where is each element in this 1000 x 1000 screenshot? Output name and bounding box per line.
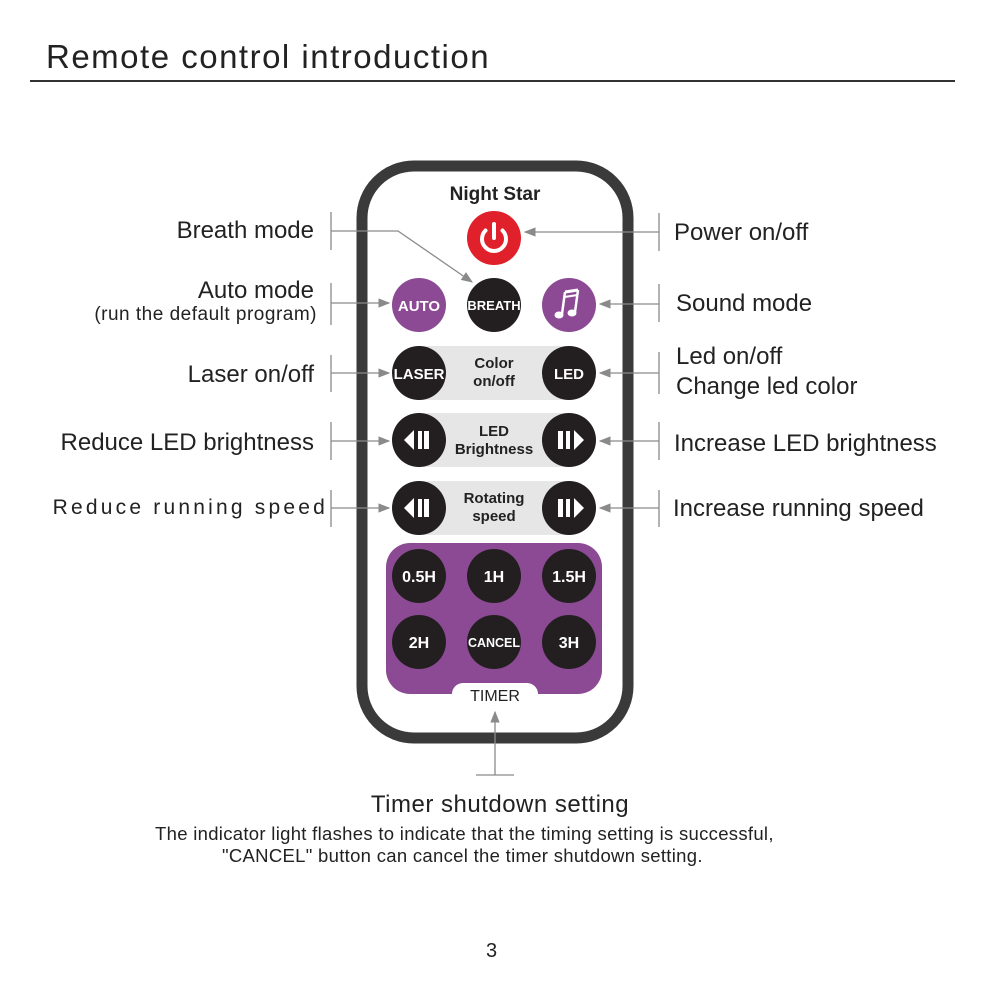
auto-mode-label: Auto mode xyxy=(197,277,314,304)
increase-speed-button[interactable] xyxy=(542,481,596,535)
svg-text:BREATH: BREATH xyxy=(467,298,520,313)
page-number: 3 xyxy=(485,940,498,962)
led-brightness-label-2: Brightness xyxy=(455,441,533,458)
svg-text:1.5H: 1.5H xyxy=(552,569,586,586)
svg-text:3H: 3H xyxy=(559,635,579,652)
remote-brand: Night Star xyxy=(450,184,541,205)
power-label: Power on/off xyxy=(674,219,809,246)
cancel-button[interactable]: CANCEL xyxy=(467,615,521,669)
right-arrow-icon xyxy=(558,498,584,518)
left-arrow-icon xyxy=(404,430,429,450)
timer-3h-button[interactable]: 3H xyxy=(542,615,596,669)
led-label-2: Change led color xyxy=(676,373,858,400)
reduce-led-label: Reduce LED brightness xyxy=(60,429,314,456)
svg-text:LASER: LASER xyxy=(394,366,445,383)
color-label-1: Color xyxy=(474,355,513,372)
reduce-led-button[interactable] xyxy=(392,413,446,467)
led-label-1: Led on/off xyxy=(676,343,783,370)
breath-callout-line xyxy=(331,230,473,283)
increase-speed-label: Increase running speed xyxy=(673,495,924,522)
sound-label: Sound mode xyxy=(676,290,813,317)
laser-label: Laser on/off xyxy=(187,361,314,388)
auto-mode-sublabel: (run the default program) xyxy=(94,304,317,325)
timer-note-line-1: The indicator light flashes to indicate … xyxy=(155,823,774,844)
led-button[interactable]: LED xyxy=(542,346,596,400)
svg-text:0.5H: 0.5H xyxy=(402,569,436,586)
timer-0.5h-button[interactable]: 0.5H xyxy=(392,549,446,603)
title-divider xyxy=(30,80,955,82)
color-label-2: on/off xyxy=(473,373,516,390)
timer-2h-button[interactable]: 2H xyxy=(392,615,446,669)
svg-text:CANCEL: CANCEL xyxy=(468,636,520,650)
timer-1.5h-button[interactable]: 1.5H xyxy=(542,549,596,603)
rotating-speed-label-2: speed xyxy=(472,508,515,525)
reduce-speed-button[interactable] xyxy=(392,481,446,535)
laser-button[interactable]: LASER xyxy=(392,346,446,400)
timer-1h-button[interactable]: 1H xyxy=(467,549,521,603)
timer-tab xyxy=(452,683,538,707)
power-icon xyxy=(480,222,508,253)
timer-note-line-2: "CANCEL" button can cancel the timer shu… xyxy=(222,845,703,866)
svg-text:1H: 1H xyxy=(484,569,504,586)
sound-button[interactable] xyxy=(542,278,596,332)
auto-button[interactable]: AUTO xyxy=(392,278,446,332)
increase-led-button[interactable] xyxy=(542,413,596,467)
timer-shutdown-title: Timer shutdown setting xyxy=(370,791,630,818)
reduce-speed-label: Reduce running speed xyxy=(52,496,328,519)
rotating-speed-label-1: Rotating xyxy=(464,490,525,507)
increase-led-label: Increase LED brightness xyxy=(674,430,937,457)
svg-text:LED: LED xyxy=(554,366,584,383)
svg-text:2H: 2H xyxy=(409,635,429,652)
page-title: Remote control introduction xyxy=(46,38,491,75)
led-brightness-label-1: LED xyxy=(479,423,509,440)
breath-mode-label: Breath mode xyxy=(176,217,314,244)
power-button[interactable] xyxy=(467,211,521,265)
breath-button[interactable]: BREATH xyxy=(467,278,521,332)
music-note-icon xyxy=(554,288,580,319)
svg-text:AUTO: AUTO xyxy=(398,298,441,315)
timer-tab-label: TIMER xyxy=(470,688,520,705)
left-arrow-icon xyxy=(404,498,429,518)
right-arrow-icon xyxy=(558,430,584,450)
